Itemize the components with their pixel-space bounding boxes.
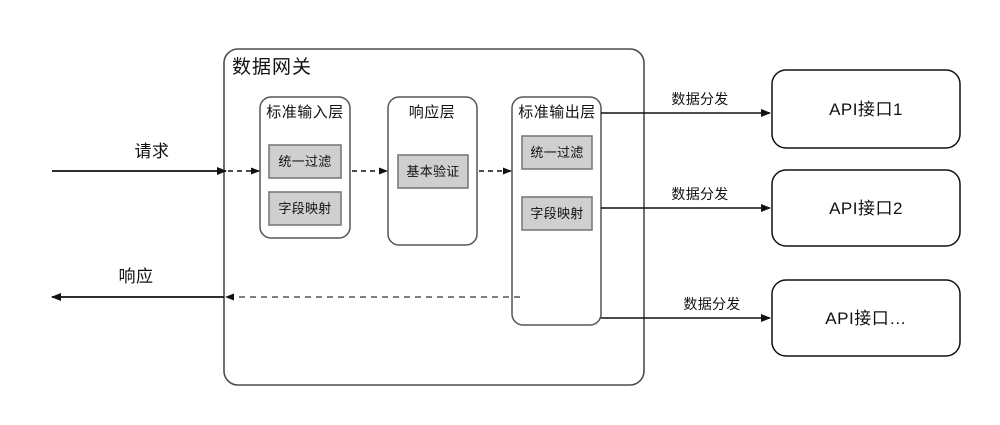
response-layer-title: 响应层 <box>408 104 456 121</box>
dispatch-label-1: 数据分发 <box>671 91 729 107</box>
gateway-container <box>223 48 645 386</box>
api-endpoint-3-box <box>771 279 961 357</box>
input-layer-component-mapping-label: 字段映射 <box>278 201 332 216</box>
api-endpoint-1-label: API接口1 <box>829 100 903 119</box>
dispatch-label-2: 数据分发 <box>671 186 729 202</box>
output-layer-title: 标准输出层 <box>518 104 596 121</box>
input-layer-component-filter-box <box>268 144 342 179</box>
output-layer-component-filter-label: 统一过滤 <box>530 145 584 160</box>
response-layer-component-validate-box <box>397 154 469 189</box>
output-layer-component-filter-box <box>521 135 593 170</box>
request-flow-label: 请求 <box>134 142 170 161</box>
input-layer-component-mapping-box <box>268 191 342 226</box>
input-layer-title: 标准输入层 <box>266 104 344 121</box>
response-layer-component-validate-label: 基本验证 <box>406 164 460 179</box>
api-endpoint-2-box <box>771 169 961 247</box>
api-endpoint-1-box <box>771 69 961 149</box>
api-endpoint-2-label: API接口2 <box>829 199 903 218</box>
response-flow-label: 响应 <box>118 267 154 286</box>
input-layer-component-filter-label: 统一过滤 <box>278 154 332 169</box>
api-endpoint-3-label: API接口… <box>825 309 907 328</box>
output-layer-component-mapping-box <box>521 196 593 231</box>
gateway-title: 数据网关 <box>232 57 313 78</box>
output-layer-component-mapping-label: 字段映射 <box>530 206 584 221</box>
dispatch-label-3: 数据分发 <box>683 296 741 312</box>
